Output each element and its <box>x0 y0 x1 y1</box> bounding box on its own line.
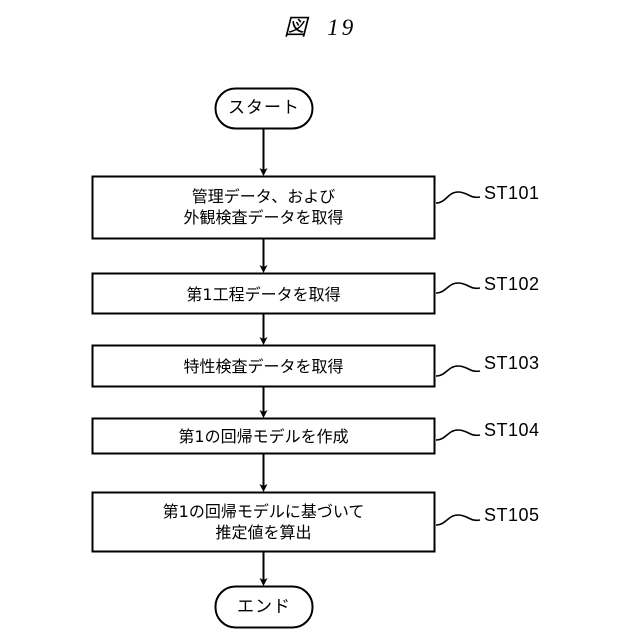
leader-line-st105 <box>435 514 481 526</box>
process-box-st103 <box>91 344 436 388</box>
leader-line-st102 <box>435 282 481 294</box>
step-id-st101: ST101 <box>484 183 540 203</box>
end-node-shape <box>214 585 314 629</box>
leader-line-st103 <box>435 365 481 377</box>
leader-line-st104 <box>435 429 481 441</box>
figure-title: 図 19 <box>283 15 357 40</box>
start-node-shape <box>214 87 314 130</box>
process-box-st105 <box>91 491 436 553</box>
step-id-st103: ST103 <box>484 353 540 373</box>
process-box-st102 <box>91 272 436 315</box>
step-id-st105: ST105 <box>484 505 540 525</box>
step-id-st102: ST102 <box>484 274 540 294</box>
leader-line-st101 <box>435 191 481 204</box>
process-box-st101 <box>91 175 436 240</box>
process-box-st104 <box>91 417 436 455</box>
step-id-st104: ST104 <box>484 420 540 440</box>
